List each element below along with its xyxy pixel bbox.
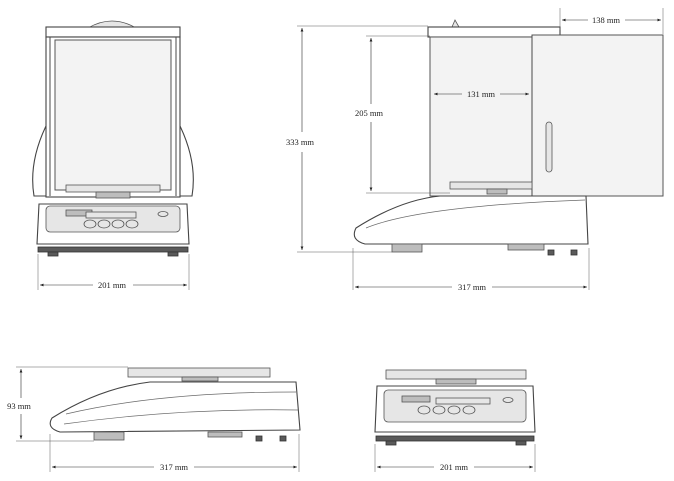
side-depth-label: 317 mm [458, 282, 486, 292]
base-height-label: 93 mm [7, 401, 31, 411]
front-view-base: 201 mm [374, 369, 536, 472]
front-view-with-draft-shield: 201 mm [32, 20, 194, 290]
base-width-label: 201 mm [440, 462, 468, 472]
chamber-height-label: 205 mm [355, 108, 383, 118]
base-depth-label: 317 mm [160, 462, 188, 472]
side-view-with-draft-shield: 333 mm 205 mm 131 mm 138 mm 317 mm [286, 8, 664, 292]
overall-height-label: 333 mm [286, 137, 314, 147]
side-view-base: 93 mm 317 mm [7, 366, 301, 472]
chamber-depth-label: 131 mm [467, 89, 495, 99]
front-width-label: 201 mm [98, 280, 126, 290]
door-extension-label: 138 mm [592, 15, 620, 25]
